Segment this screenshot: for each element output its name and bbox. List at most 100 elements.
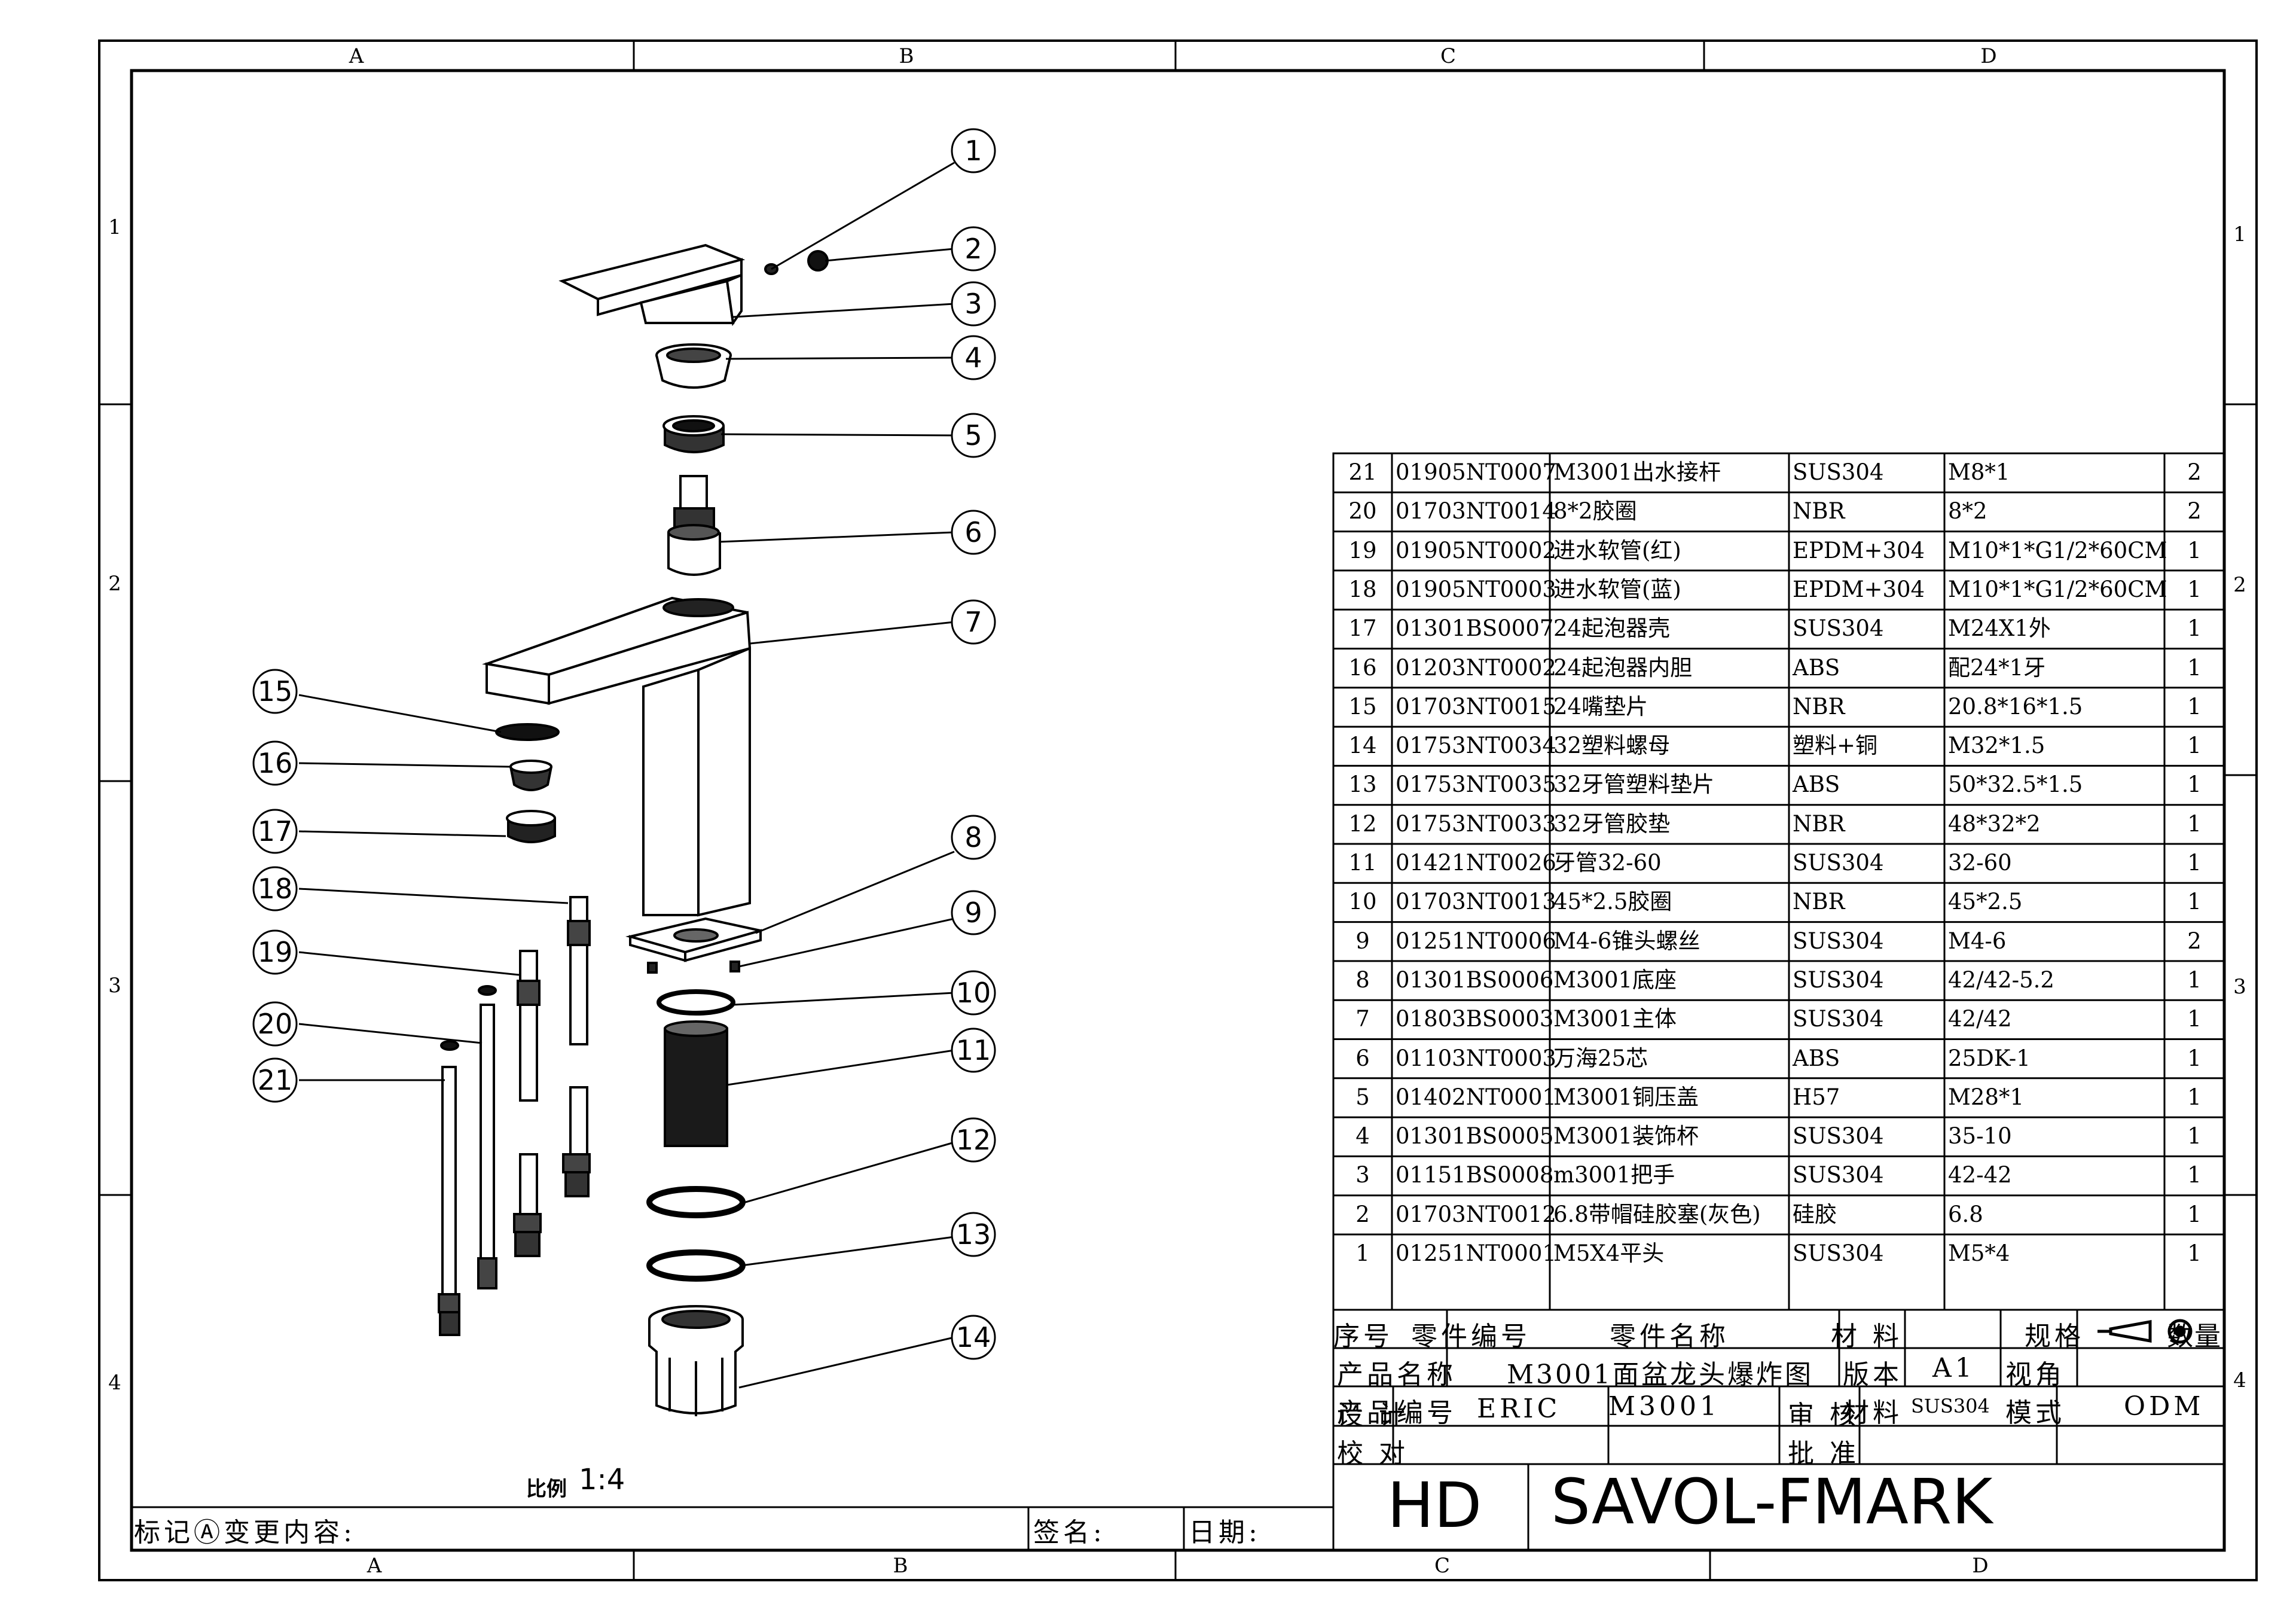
- bom-cell-name: M3001铜压盖: [1553, 1084, 1699, 1110]
- zone-row-3-left: 3: [108, 974, 121, 998]
- bom-cell-spec: M32*1.5: [1948, 733, 2045, 759]
- product-name-label: 产品名称: [1337, 1359, 1457, 1390]
- bom-cell-spec: M28*1: [1948, 1084, 2025, 1110]
- bom-cell-material: NBR: [1793, 889, 1845, 915]
- bom-cell-spec: 35-10: [1948, 1123, 2012, 1150]
- callout-circle: [252, 1001, 298, 1047]
- revision-sign-label: 签名:: [1033, 1517, 1106, 1548]
- bom-cell-qty: 1: [2187, 850, 2202, 876]
- product-code-label: 产品编号: [1337, 1398, 1457, 1428]
- mode-value: ODM: [2124, 1391, 2205, 1422]
- bom-cell-material: SUS304: [1793, 1162, 1884, 1188]
- bom-cell-qty: 1: [2187, 889, 2202, 915]
- bom-cell-code: 01301BS0006: [1396, 967, 1554, 993]
- bom-cell-material: SUS304: [1793, 1006, 1884, 1032]
- callout-number: 7: [964, 606, 982, 638]
- bom-cell-material: ABS: [1793, 772, 1840, 798]
- callout-circle: [951, 413, 996, 458]
- zone-col-c-bottom: C: [1434, 1554, 1450, 1578]
- bom-cell-code: 01103NT0003: [1396, 1045, 1556, 1071]
- bom-cell-material: SUS304: [1793, 1123, 1884, 1150]
- bom-cell-code: 01753NT0033: [1396, 810, 1556, 837]
- revision-mark-label: 标记Ⓐ: [134, 1517, 224, 1548]
- bom-cell-name: 24嘴垫片: [1553, 693, 1648, 719]
- bom-header-spec: 规格: [2025, 1321, 2084, 1352]
- callout-number: 20: [257, 1008, 293, 1040]
- bom-cell-material: EPDM+304: [1793, 537, 1925, 563]
- zone-col-d-top: D: [1980, 44, 1997, 68]
- bom-cell-spec: 20.8*16*1.5: [1948, 693, 2083, 719]
- bom-cell-qty: 1: [2187, 1084, 2202, 1110]
- bom-cell-material: SUS304: [1793, 928, 1884, 954]
- zone-row-1-left: 1: [108, 215, 121, 239]
- bom-cell-name: 6.8带帽硅胶塞(灰色): [1553, 1201, 1761, 1227]
- bom-cell-no: 13: [1348, 772, 1377, 798]
- bom-cell-qty: 1: [2187, 1240, 2202, 1266]
- bom-cell-no: 10: [1348, 889, 1377, 915]
- bom-cell-code: 01402NT0001: [1396, 1084, 1556, 1110]
- zone-col-d-bottom: D: [1972, 1554, 1989, 1578]
- bom-cell-spec: 42/42: [1948, 1006, 2012, 1032]
- bom-cell-code: 01905NT0002: [1396, 537, 1556, 563]
- bom-cell-no: 15: [1348, 693, 1377, 719]
- bom-cell-spec: 25DK-1: [1948, 1045, 2031, 1071]
- bom-cell-material: SUS304: [1793, 850, 1884, 876]
- bom-cell-name: 万海25芯: [1553, 1045, 1648, 1071]
- bom-cell-spec: 50*32.5*1.5: [1948, 772, 2083, 798]
- callout-circle: [951, 1315, 996, 1360]
- bom-cell-code: 01703NT0014: [1396, 498, 1556, 525]
- projection-symbol-icon: [2097, 1319, 2193, 1344]
- bom-cell-no: 4: [1355, 1123, 1370, 1150]
- callout-circle: [951, 599, 996, 645]
- bom-cell-name: M5X4平头: [1553, 1240, 1665, 1266]
- bom-cell-no: 3: [1355, 1162, 1370, 1188]
- callout-circle: [951, 970, 996, 1016]
- bom-cell-no: 8: [1355, 967, 1370, 993]
- callout-number: 16: [257, 747, 293, 779]
- bom-cell-code: 01703NT0015: [1396, 693, 1556, 719]
- zone-col-a-top: A: [349, 44, 364, 68]
- bom-cell-qty: 1: [2187, 810, 2202, 837]
- bom-cell-name: 牙管32-60: [1553, 850, 1662, 876]
- designer-value: ERIC: [1477, 1394, 1561, 1424]
- bom-cell-spec: M8*1: [1948, 459, 2010, 485]
- bom-cell-no: 11: [1348, 850, 1377, 876]
- scale-value: 1:4: [579, 1463, 625, 1496]
- check-label: 校 对: [1337, 1438, 1409, 1469]
- bom-cell-no: 1: [1355, 1240, 1370, 1266]
- bom-cell-spec: 配24*1牙: [1948, 654, 2046, 681]
- bom-cell-code: 01803BS0003: [1396, 1006, 1554, 1032]
- review-label: 审 核: [1788, 1400, 1860, 1431]
- bom-cell-qty: 1: [2187, 1006, 2202, 1032]
- bom-cell-spec: 45*2.5: [1948, 889, 2023, 915]
- bom-cell-material: EPDM+304: [1793, 576, 1925, 602]
- bom-cell-qty: 1: [2187, 654, 2202, 681]
- callout-number: 4: [964, 342, 982, 374]
- zone-row-2-left: 2: [108, 572, 121, 596]
- bom-cell-material: ABS: [1793, 654, 1840, 681]
- design-label: 设 计: [1337, 1400, 1409, 1431]
- bom-cell-code: 01203NT0002: [1396, 654, 1556, 681]
- callout-circle: [252, 740, 298, 786]
- callout-circle: [252, 929, 298, 975]
- bom-cell-code: 01753NT0035: [1396, 772, 1556, 798]
- bom-cell-material: NBR: [1793, 693, 1845, 719]
- bom-cell-name: M4-6锥头螺丝: [1553, 928, 1700, 954]
- bom-cell-code: 01753NT0034: [1396, 733, 1556, 759]
- bom-cell-name: M3001主体: [1553, 1006, 1677, 1032]
- callout-number: 13: [955, 1218, 991, 1251]
- bom-cell-name: 进水软管(蓝): [1553, 576, 1681, 602]
- bom-cell-code: 01703NT0013: [1396, 889, 1556, 915]
- zone-col-b-bottom: B: [893, 1554, 908, 1578]
- zone-row-4-right: 4: [2233, 1368, 2246, 1392]
- bom-cell-name: 32塑料螺母: [1553, 733, 1671, 759]
- bom-cell-name: 24起泡器内胆: [1553, 654, 1693, 681]
- bom-header-qty: 数量: [2167, 1321, 2222, 1352]
- bom-cell-material: 硅胶: [1793, 1201, 1837, 1227]
- callout-number: 3: [964, 288, 982, 320]
- bom-cell-no: 18: [1348, 576, 1377, 602]
- bom-header-material: 材 料: [1831, 1321, 1903, 1352]
- bom-cell-no: 7: [1355, 1006, 1370, 1032]
- material-label: 材料: [1843, 1398, 1903, 1428]
- bom-cell-material: 塑料+铜: [1793, 733, 1878, 759]
